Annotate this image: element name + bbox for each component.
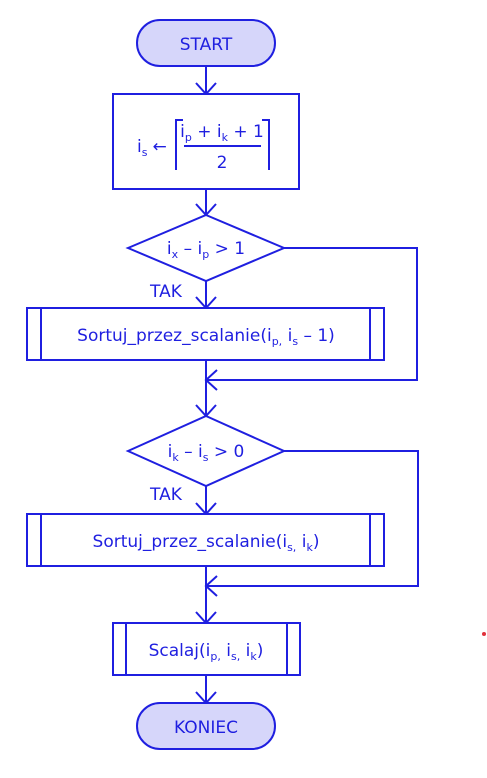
assign-numerator: ip + ik + 1: [180, 122, 264, 144]
assign-denominator: 2: [217, 153, 228, 173]
call-1-text: Sortuj_przez_scalanie(ip, is – 1): [77, 326, 335, 348]
merge-box: Scalaj(ip, is, ik): [112, 622, 301, 676]
end-label: KONIEC: [174, 718, 238, 738]
assignment-box: is← ip + ik + 1 2: [112, 93, 300, 190]
decision-2: ik – is > 0: [125, 414, 287, 488]
merge-text: Scalaj(ip, is, ik): [149, 641, 264, 663]
end-terminal: KONIEC: [136, 702, 276, 750]
start-label: START: [180, 35, 233, 55]
no-branch-2: [206, 450, 419, 587]
call-box-1: Sortuj_przez_scalanie(ip, is – 1): [26, 307, 385, 361]
right-bracket: [262, 119, 270, 170]
call-box-2: Sortuj_przez_scalanie(is, ik): [26, 513, 385, 567]
yes-label-1: TAK: [149, 282, 183, 302]
decision-2-condition: ik – is > 0: [168, 442, 245, 464]
yes-label-2: TAK: [149, 485, 183, 505]
decision-1: ix – ip > 1: [125, 213, 287, 283]
left-bracket: [175, 119, 183, 170]
stray-dot: [482, 632, 486, 636]
decision-1-condition: ix – ip > 1: [167, 239, 245, 261]
assign-lhs: is←: [137, 137, 167, 159]
call-2-text: Sortuj_przez_scalanie(is, ik): [93, 532, 320, 554]
start-terminal: START: [136, 19, 276, 67]
no-branch-1: [206, 247, 418, 381]
